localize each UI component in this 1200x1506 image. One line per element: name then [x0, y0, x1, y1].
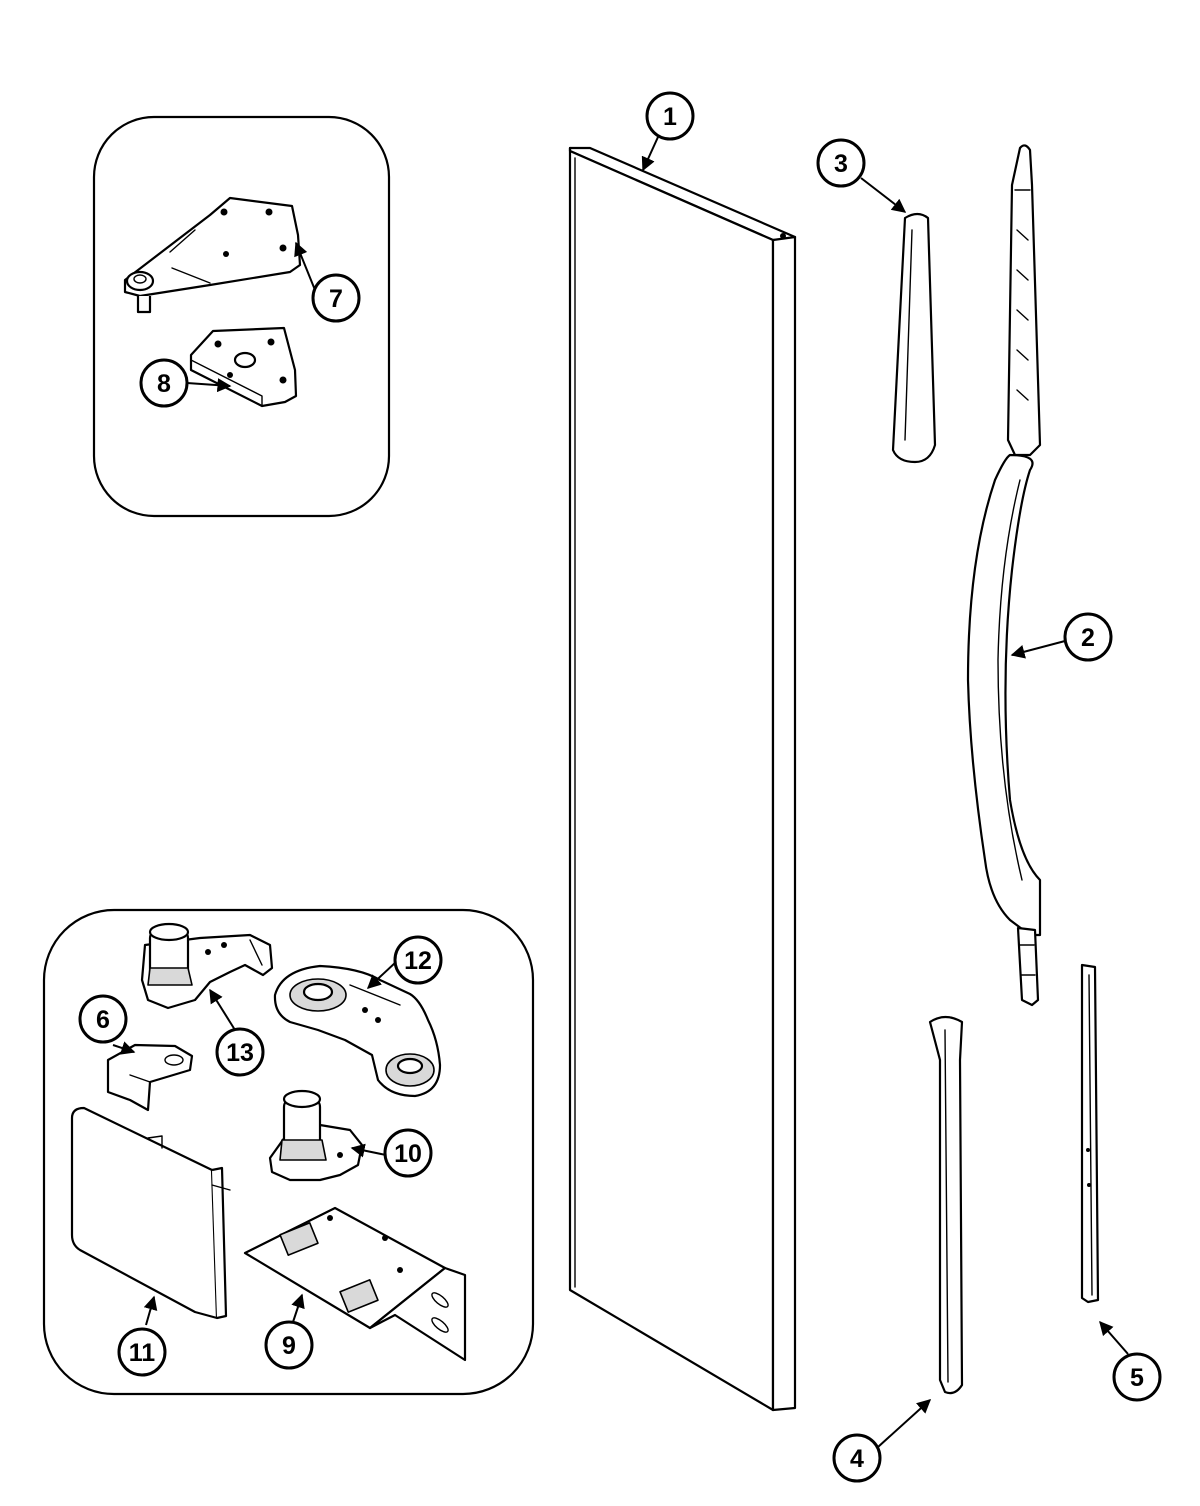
- callout-9: 9: [264, 1320, 314, 1370]
- small-bracket-part: [106, 1043, 194, 1112]
- callout-label: 1: [663, 103, 677, 131]
- leader-12: [366, 961, 397, 989]
- callout-label: 12: [404, 947, 432, 975]
- leader-11: [143, 1295, 158, 1326]
- callout-label: 2: [1081, 624, 1095, 652]
- callout-label: 8: [157, 370, 171, 398]
- leader-6: [112, 1041, 136, 1055]
- leader-10: [350, 1143, 387, 1158]
- callout-label: 10: [394, 1140, 422, 1168]
- callout-12: 12: [393, 935, 443, 985]
- leader-1: [641, 136, 659, 172]
- leader-4: [877, 1399, 932, 1448]
- leader-9: [291, 1293, 305, 1323]
- callout-7: 7: [311, 273, 361, 323]
- callout-8: 8: [139, 358, 189, 408]
- dual-hinge-bracket-part: [273, 964, 442, 1098]
- mounting-bracket-part: [243, 1206, 467, 1362]
- cover-plate-part: [70, 1106, 231, 1320]
- callout-label: 11: [129, 1339, 156, 1367]
- callout-label: 6: [96, 1006, 110, 1034]
- callout-label: 3: [834, 150, 848, 178]
- callout-10: 10: [383, 1128, 433, 1178]
- thin-rail-part: [1080, 963, 1100, 1304]
- leader-lines: [112, 136, 1129, 1448]
- callout-label: 5: [1130, 1364, 1144, 1392]
- hinge-pin-part: [268, 1089, 364, 1182]
- inset-top-left: [92, 115, 391, 518]
- inset-bottom-left: [42, 908, 535, 1396]
- leader-13: [209, 988, 236, 1031]
- leader-5: [1099, 1320, 1129, 1355]
- lower-hinge-plate-part: [189, 326, 298, 408]
- callout-11: 11: [117, 1327, 167, 1377]
- callout-13: 13: [215, 1027, 265, 1077]
- trim-strip-part: [928, 1015, 964, 1395]
- callout-5: 5: [1112, 1352, 1162, 1402]
- callout-6: 6: [78, 994, 128, 1044]
- door-panel-part: [568, 146, 797, 1412]
- leader-7: [294, 241, 316, 291]
- leader-2: [1010, 640, 1066, 659]
- leader-3: [860, 177, 907, 213]
- callout-label: 9: [282, 1332, 296, 1360]
- handle-end-cap-part: [891, 212, 937, 464]
- upper-hinge-plate-part: [123, 196, 302, 314]
- callout-label: 7: [329, 285, 343, 313]
- callout-3: 3: [816, 138, 866, 188]
- door-handle-part: [966, 144, 1042, 1007]
- leader-8: [186, 378, 232, 393]
- callout-4: 4: [832, 1433, 882, 1483]
- hinge-pin-bracket-part: [140, 922, 274, 1010]
- callout-2: 2: [1063, 612, 1113, 662]
- callout-label: 13: [226, 1039, 254, 1067]
- callout-label: 4: [850, 1445, 864, 1473]
- callout-1: 1: [645, 91, 695, 141]
